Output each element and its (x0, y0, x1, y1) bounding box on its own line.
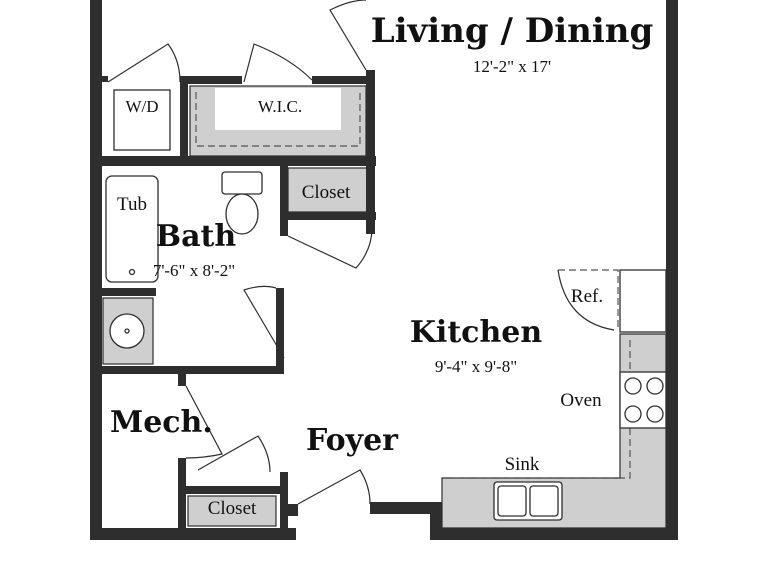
washer-dryer (113, 89, 171, 151)
sink-basin-left (497, 485, 527, 517)
burner-icon (624, 377, 642, 395)
tub-label: Tub (117, 194, 147, 215)
kitchen-title: Kitchen (410, 315, 542, 350)
burner-icon (646, 377, 664, 395)
closet-upper-label: Closet (302, 182, 351, 203)
living-dining-dims: 12'-2" x 17' (473, 57, 551, 76)
kitchen-dims: 9'-4" x 9'-8" (435, 357, 517, 376)
toilet-tank (221, 171, 263, 195)
closet-upper-area (287, 167, 369, 213)
bath-dims: 7'-6" x 8'-2" (153, 261, 235, 280)
sink-basin-right (529, 485, 559, 517)
foyer-title: Foyer (306, 423, 399, 458)
refrigerator (619, 269, 667, 333)
oven-label: Oven (560, 390, 602, 411)
sink-label: Sink (505, 454, 540, 475)
bath-sink-drain (124, 328, 130, 334)
bath-title: Bath (156, 219, 237, 254)
tub-drain-icon (128, 268, 136, 276)
bathtub (105, 175, 159, 283)
closet-lower-area (187, 495, 277, 527)
ref-label: Ref. (571, 286, 603, 307)
doors (107, 0, 615, 505)
fixtures (105, 89, 667, 521)
wic-label: W.I.C. (258, 97, 302, 116)
burner-icon (646, 405, 664, 423)
wd-label: W/D (125, 97, 158, 116)
closet-lower-label: Closet (208, 498, 257, 519)
toilet-bowl-icon (225, 193, 259, 235)
walls (90, 0, 678, 540)
living-dining-title: Living / Dining (371, 11, 654, 51)
burner-icon (624, 405, 642, 423)
mech-title: Mech. (110, 405, 213, 440)
